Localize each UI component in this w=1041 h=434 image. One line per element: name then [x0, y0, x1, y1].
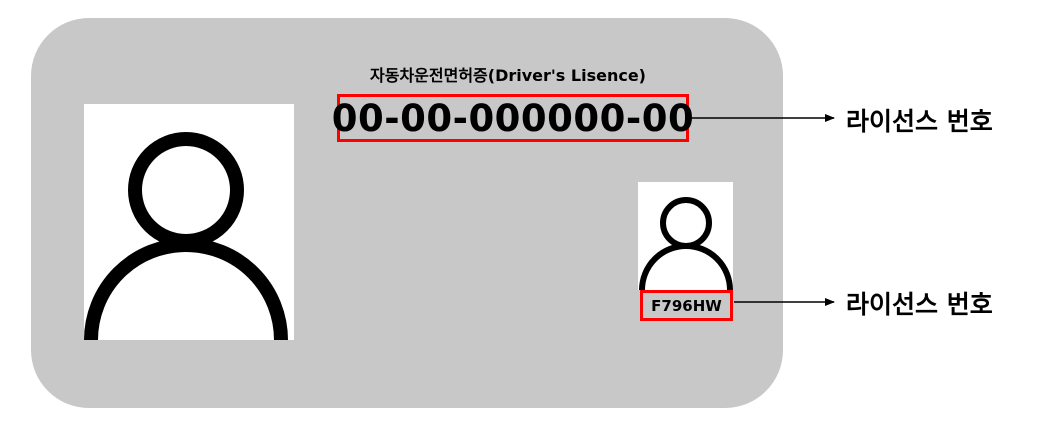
- person-silhouette-icon: [639, 197, 733, 290]
- license-code-highlight: F796HW: [640, 290, 733, 321]
- main-photo: [84, 104, 294, 340]
- card-title: 자동차운전면허증(Driver's Lisence): [370, 66, 646, 85]
- person-silhouette-icon: [84, 132, 288, 340]
- callout-label-1: 라이선스 번호: [846, 107, 993, 136]
- license-code: F796HW: [651, 296, 722, 315]
- license-number: 00-00-000000-00: [331, 96, 695, 140]
- ghost-photo: [638, 182, 733, 290]
- callout-label-2: 라이선스 번호: [846, 290, 993, 319]
- license-number-highlight: 00-00-000000-00: [332, 94, 694, 142]
